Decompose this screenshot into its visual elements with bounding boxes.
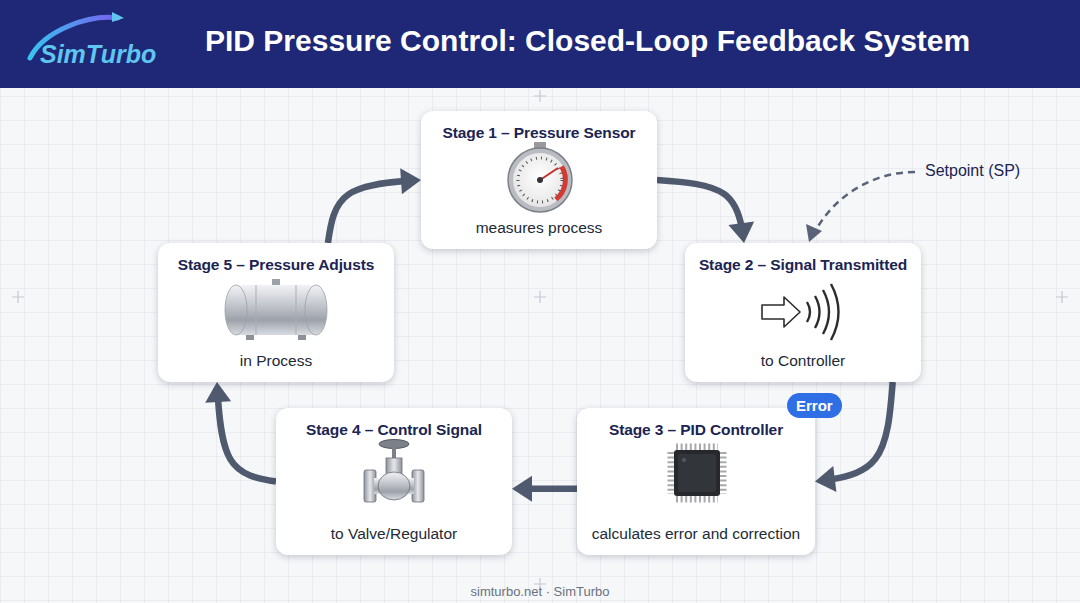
stage-description: in Process xyxy=(158,352,394,370)
stage-heading: Stage 3 – PID Controller xyxy=(577,421,815,439)
chip-icon xyxy=(671,447,723,499)
stage-heading: Stage 4 – Control Signal xyxy=(276,421,512,439)
pressure-gauge xyxy=(508,142,572,212)
setpoint-leader xyxy=(817,172,915,228)
flow-connector-group xyxy=(657,180,754,243)
error-badge: Error xyxy=(787,393,842,418)
page-title: PID Pressure Control: Closed-Loop Feedba… xyxy=(205,24,970,58)
arrow-head xyxy=(205,382,231,403)
stage-box: Stage 2 – Signal Transmitted to Controlle… xyxy=(685,243,921,382)
stage-heading: Stage 5 – Pressure Adjusts xyxy=(158,256,394,274)
tank-icon xyxy=(225,279,327,340)
stage-heading: Stage 1 – Pressure Sensor xyxy=(421,124,657,142)
crosshair-marks xyxy=(12,90,1068,590)
flow-arrow xyxy=(657,180,744,243)
arrow-head xyxy=(815,466,836,492)
stage-description: to Controller xyxy=(685,352,921,370)
arrow-head xyxy=(400,168,421,194)
valve-icon xyxy=(364,440,424,503)
logo-text: SimTurbo xyxy=(40,40,156,69)
stage-description: measures process xyxy=(421,219,657,237)
stage-description: to Valve/Regulator xyxy=(276,525,512,543)
setpoint-label: Setpoint (SP) xyxy=(925,162,1020,180)
footer-credit: simturbo.net · SimTurbo xyxy=(471,584,610,599)
flow-connector-group xyxy=(328,168,421,243)
stage-heading: Stage 2 – Signal Transmitted xyxy=(685,256,921,274)
stage-box: Stage 1 – Pressure Sensor measures proces… xyxy=(421,111,657,249)
flow-connector-group xyxy=(512,476,577,502)
header-bar: PID Pressure Control: Closed-Loop Feedba… xyxy=(0,0,1080,88)
stage-box: Stage 5 – Pressure Adjusts in Process xyxy=(158,243,394,382)
setpoint-arrowhead xyxy=(806,224,822,242)
stage-box: Stage 4 – Control Signal to Valve/Regulat… xyxy=(276,408,512,555)
signal-icon xyxy=(762,284,839,340)
arrow-head xyxy=(728,221,754,243)
stage-box: Stage 3 – PID Controller calculates error… xyxy=(577,408,815,555)
arrow-head xyxy=(512,476,532,502)
flow-connector-group xyxy=(205,382,276,482)
stage-description: calculates error and correction xyxy=(577,525,815,543)
